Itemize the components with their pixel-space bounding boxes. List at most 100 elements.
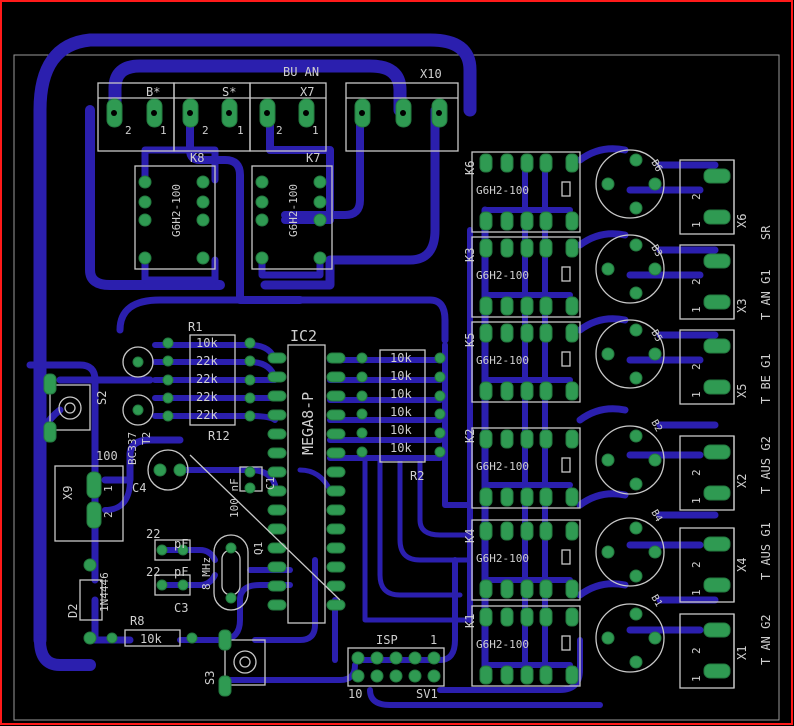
- relay-pad: [479, 579, 493, 599]
- relay-pad: [539, 296, 553, 316]
- svg-text:C4: C4: [132, 481, 146, 495]
- ic-pin: [267, 504, 287, 516]
- svg-text:R8: R8: [130, 614, 144, 628]
- relay-label: G6H2-100: [476, 638, 529, 651]
- rectifier-outline: [595, 149, 665, 219]
- relay-pad: [479, 153, 493, 173]
- svg-text:T AN G2: T AN G2: [759, 614, 773, 665]
- terminal-pad: [703, 622, 731, 638]
- ic-pin: [267, 447, 287, 459]
- svg-text:1: 1: [237, 124, 244, 137]
- relay-outline: [471, 519, 581, 601]
- rectifier-pad: [629, 286, 643, 300]
- rectifier-outline: [595, 319, 665, 389]
- svg-text:R1: R1: [188, 320, 202, 334]
- svg-text:10k: 10k: [390, 441, 412, 455]
- ic-pin: [326, 485, 346, 497]
- svg-text:B5: B5: [648, 328, 664, 344]
- svg-text:K1: K1: [463, 614, 477, 628]
- relay-pad: [539, 429, 553, 449]
- relay-pad: [565, 323, 579, 343]
- terminal-pin-label: 2: [690, 278, 703, 285]
- svg-text:BC337: BC337: [126, 432, 139, 465]
- rectifier-pad: [601, 453, 615, 467]
- isp-header-sv1: ISP 1 10 SV1: [347, 633, 445, 701]
- svg-text:1: 1: [102, 485, 115, 492]
- svg-text:2: 2: [125, 124, 132, 137]
- label-bu-an: BU AN: [283, 65, 319, 79]
- ic-pin: [267, 352, 287, 364]
- coil-symbol: [561, 351, 571, 367]
- rectifier-pad: [648, 177, 662, 191]
- rectifier-outline: [595, 425, 665, 495]
- resistor-array-right: 10k 10k 10k 10k 10k 10k R2: [379, 349, 426, 483]
- svg-text:X1: X1: [735, 646, 749, 660]
- terminal-pin-label: 1: [690, 675, 703, 682]
- resistor-array-left: R1 R12 10k 22k 22k 22k 22k: [188, 320, 236, 443]
- ic-pin: [267, 371, 287, 383]
- svg-text:SV1: SV1: [416, 687, 438, 701]
- relay-pad: [539, 487, 553, 507]
- rectifier-pad: [648, 262, 662, 276]
- svg-text:K3: K3: [463, 248, 477, 262]
- ic-pin: [326, 371, 346, 383]
- svg-text:D2: D2: [66, 604, 80, 618]
- isp-pin: [389, 669, 403, 683]
- svg-text:8 MHz: 8 MHz: [200, 557, 213, 590]
- svg-text:1N4446: 1N4446: [98, 572, 111, 612]
- terminal-pin-label: 2: [690, 193, 703, 200]
- rectifier-pad: [629, 371, 643, 385]
- relay-pad: [500, 521, 514, 541]
- relay-pad: [539, 153, 553, 173]
- svg-text:2: 2: [276, 124, 283, 137]
- relay-outline: [471, 605, 581, 687]
- rectifier-pad: [629, 607, 643, 621]
- relay-rows: G6H2-10012G6H2-10012G6H2-10012G6H2-10012…: [471, 149, 735, 689]
- rectifier-pad: [629, 238, 643, 252]
- relay-pad: [500, 381, 514, 401]
- relay-pad: [539, 521, 553, 541]
- svg-text:X9: X9: [61, 486, 75, 500]
- relay-pad: [479, 521, 493, 541]
- terminal-pad: [703, 294, 731, 310]
- relay-pad: [479, 323, 493, 343]
- svg-text:Q1: Q1: [252, 542, 265, 555]
- terminal-pin-label: 1: [690, 589, 703, 596]
- rectifier-outline: [595, 234, 665, 304]
- isp-pin: [408, 669, 422, 683]
- relay-pad: [520, 487, 534, 507]
- relay-outline: [471, 236, 581, 318]
- svg-text:C3: C3: [174, 601, 188, 615]
- diode-d2: D2 1N4446: [66, 558, 111, 645]
- board-outline: [13, 54, 780, 721]
- relay-pad: [500, 211, 514, 231]
- svg-text:K2: K2: [463, 429, 477, 443]
- transistor-t2: BC337 T2: [122, 346, 154, 465]
- isp-pin: [389, 651, 403, 665]
- isp-pin: [370, 651, 384, 665]
- relay-pad: [565, 238, 579, 258]
- ic2-mega8: IC2 MEGA8-P: [267, 327, 346, 624]
- svg-text:22: 22: [146, 527, 160, 541]
- coil-symbol: [561, 181, 571, 197]
- svg-text:2: 2: [102, 511, 115, 518]
- connector-b-star: B* 2 1: [97, 82, 175, 152]
- terminal-pad: [703, 485, 731, 501]
- svg-text:G6H2-100: G6H2-100: [287, 184, 300, 237]
- resistor-r8: R8 10k: [106, 614, 198, 647]
- coil-symbol: [561, 635, 571, 651]
- svg-text:10: 10: [348, 687, 362, 701]
- svg-text:10k: 10k: [390, 405, 412, 419]
- svg-text:T BE G1: T BE G1: [759, 353, 773, 404]
- terminal-pad: [703, 663, 731, 679]
- relay-pad: [479, 211, 493, 231]
- svg-text:22k: 22k: [196, 408, 218, 422]
- svg-text:K7: K7: [306, 151, 320, 165]
- relay-pad: [479, 238, 493, 258]
- relay-pad: [520, 607, 534, 627]
- isp-pin: [351, 669, 365, 683]
- capacitor-c3: 22 pF 22 pF C3: [146, 527, 191, 615]
